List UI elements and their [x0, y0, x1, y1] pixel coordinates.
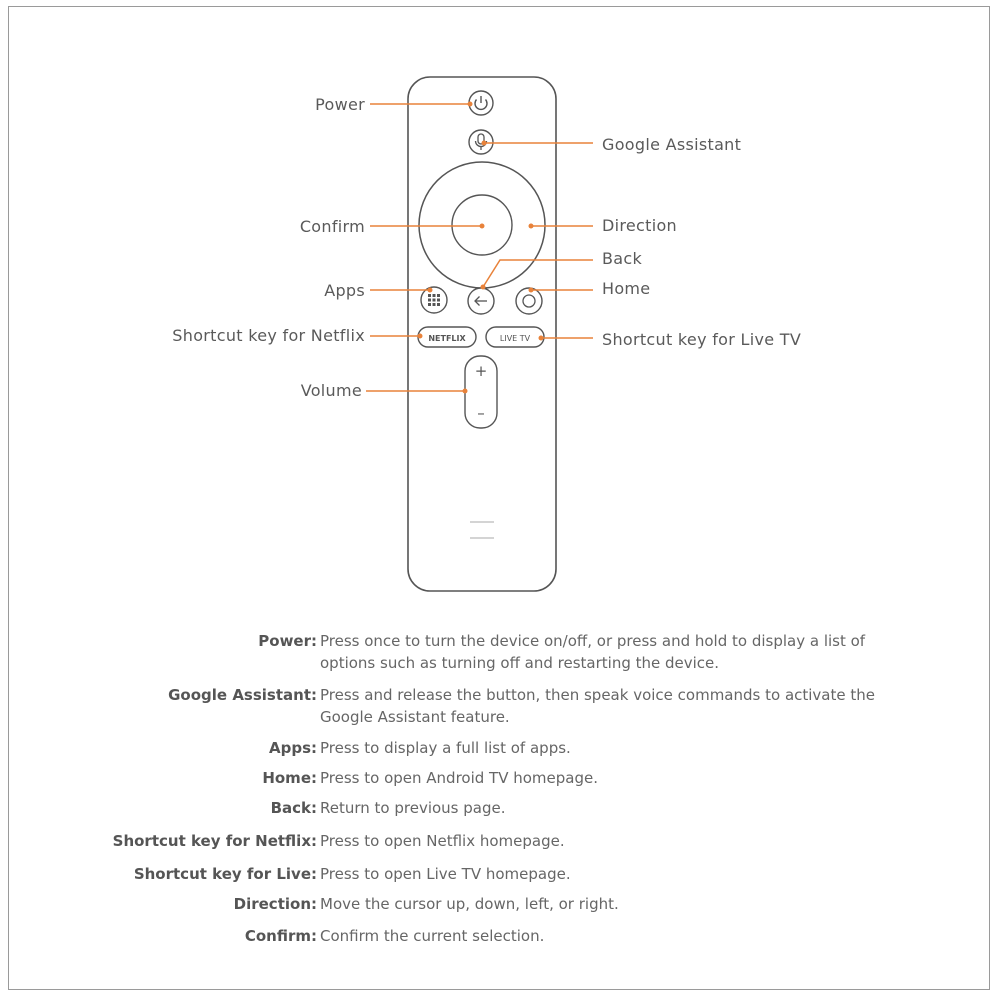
netflix-button[interactable]: NETFLIX	[417, 326, 477, 348]
back-arrow-icon	[474, 296, 487, 306]
legend-term: Back:	[270, 799, 317, 817]
callout-volume: Volume	[301, 381, 362, 400]
callout-home: Home	[602, 279, 650, 298]
callout-apps: Apps	[324, 281, 365, 300]
back-button[interactable]	[467, 287, 495, 315]
volume-minus-icon: –	[477, 404, 485, 422]
callout-dots	[417, 101, 544, 394]
legend-term: Apps:	[268, 739, 317, 757]
volume-plus-icon: +	[475, 362, 488, 380]
legend-term: Shortcut key for Netflix:	[112, 832, 317, 850]
callout-lines	[366, 103, 593, 392]
legend-term: Home:	[262, 769, 317, 787]
live-tv-button[interactable]: LIVE TV	[485, 326, 545, 348]
netflix-button-label: NETFLIX	[428, 334, 466, 343]
legend-desc: Press to open Live TV homepage.	[320, 865, 571, 883]
apps-grid-icon	[428, 294, 440, 306]
callout-direction: Direction	[602, 216, 677, 235]
legend-desc: Press and release the button, then speak…	[320, 686, 875, 726]
legend-term: Google Assistant:	[168, 686, 317, 704]
google-assistant-button[interactable]	[468, 129, 494, 155]
remote-logo-mark	[470, 521, 494, 539]
live-tv-button-label: LIVE TV	[500, 334, 531, 343]
legend-term: Power:	[258, 632, 317, 650]
outer-frame	[8, 6, 990, 990]
legend-desc: Move the cursor up, down, left, or right…	[320, 895, 619, 913]
callout-live-tv: Shortcut key for Live TV	[602, 330, 801, 349]
legend-term: Direction:	[233, 895, 317, 913]
home-circle-icon	[522, 294, 536, 308]
legend-desc: Press to display a full list of apps.	[320, 739, 571, 757]
legend-desc: Return to previous page.	[320, 799, 506, 817]
legend-desc: Press to open Android TV homepage.	[320, 769, 598, 787]
power-icon	[474, 96, 488, 111]
callout-google-assistant: Google Assistant	[602, 135, 741, 154]
legend-desc: Confirm the current selection.	[320, 927, 545, 945]
callout-confirm: Confirm	[300, 217, 365, 236]
callout-back: Back	[602, 249, 642, 268]
legend-desc: Press to open Netflix homepage.	[320, 832, 565, 850]
volume-rocker[interactable]: + –	[464, 355, 498, 429]
apps-button[interactable]	[420, 286, 448, 314]
remote-diagram: NETFLIX LIVE TV + –	[172, 76, 801, 592]
legend-term: Shortcut key for Live:	[133, 865, 317, 883]
callout-power: Power	[315, 95, 365, 114]
legend-desc: Press once to turn the device on/off, or…	[320, 632, 866, 672]
legend-term: Confirm:	[244, 927, 317, 945]
home-button[interactable]	[515, 287, 543, 315]
power-button[interactable]	[468, 90, 494, 116]
callout-netflix: Shortcut key for Netflix	[172, 326, 365, 345]
